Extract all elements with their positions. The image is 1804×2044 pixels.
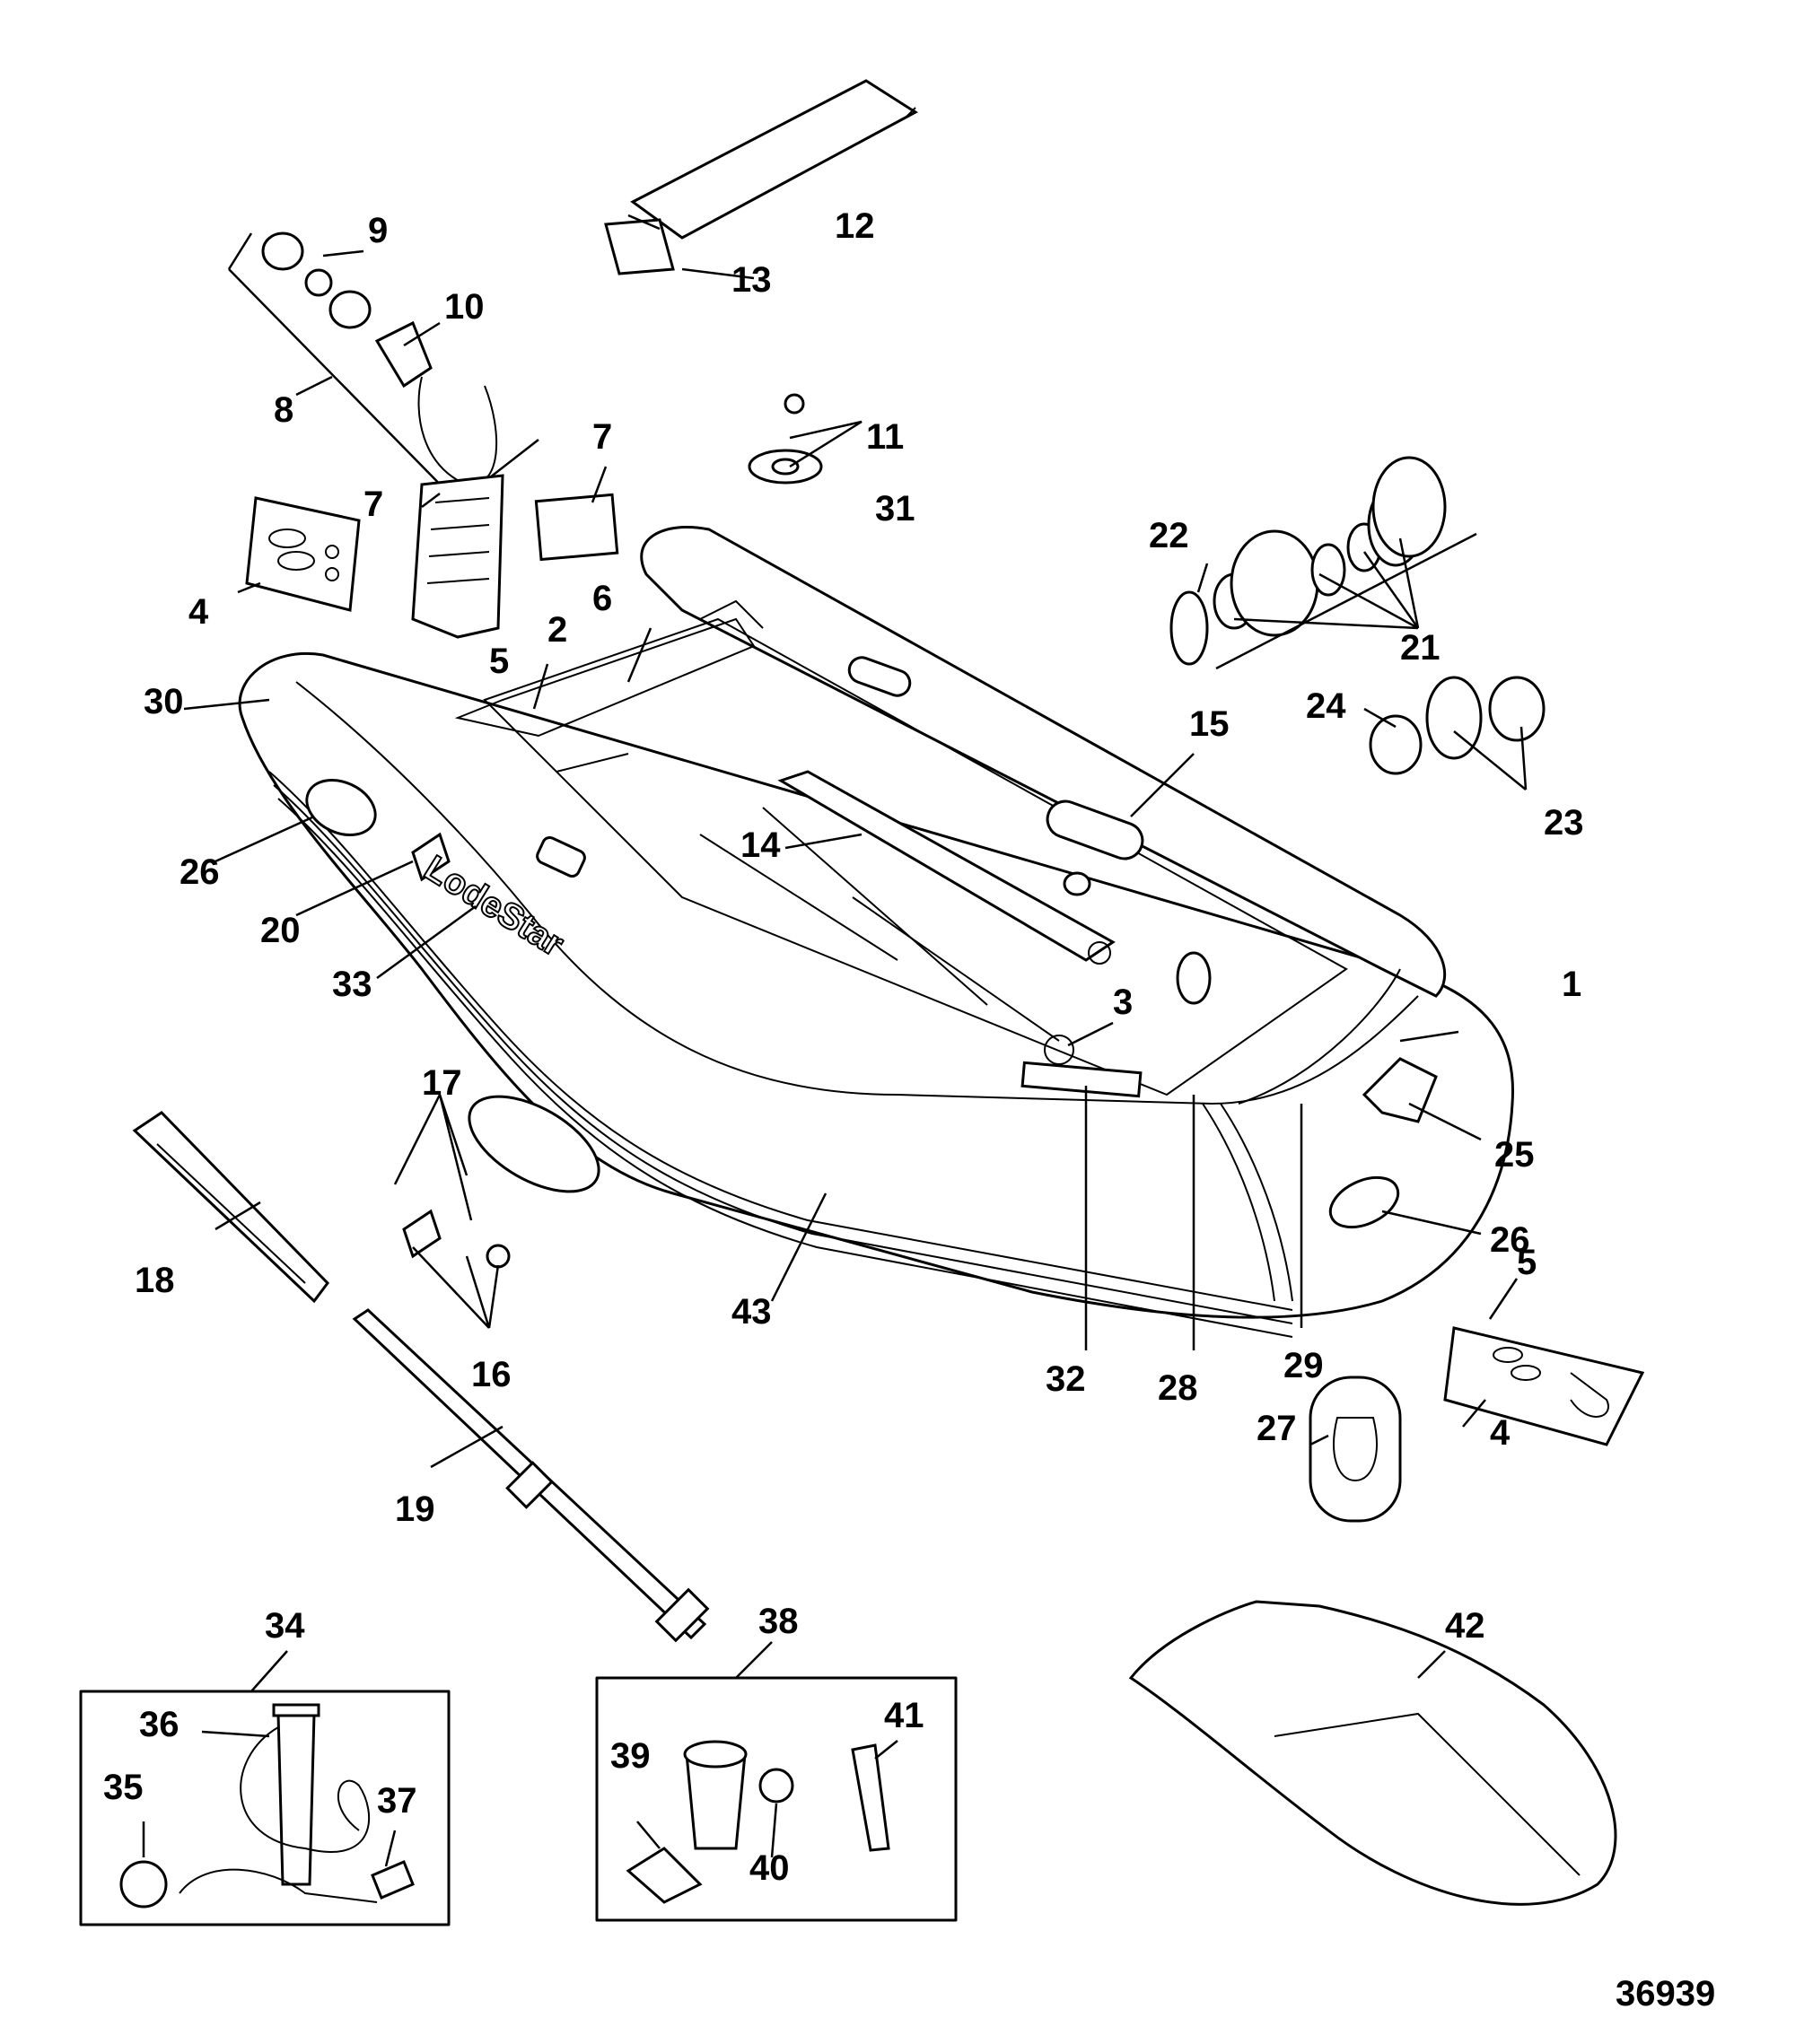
callout-13: 13 bbox=[731, 260, 772, 300]
callout-5-b: 5 bbox=[1517, 1243, 1537, 1282]
seat-part bbox=[777, 770, 1116, 962]
callout-24: 24 bbox=[1306, 686, 1346, 726]
valve-assembly bbox=[1169, 456, 1447, 666]
fitting-23 bbox=[1369, 676, 1546, 775]
callout-1: 1 bbox=[1562, 965, 1581, 1004]
patches bbox=[411, 474, 619, 639]
callout-27: 27 bbox=[1257, 1409, 1297, 1448]
valve-kit bbox=[227, 231, 539, 504]
callout-4-b: 4 bbox=[1490, 1413, 1511, 1453]
callout-11: 11 bbox=[866, 417, 904, 457]
callout-labels: 1 2 3 4 4 5 5 6 7 7 8 9 10 11 12 13 14 1… bbox=[103, 206, 1584, 1888]
ring-card bbox=[245, 496, 361, 612]
callout-3: 3 bbox=[1113, 983, 1133, 1022]
callout-2: 2 bbox=[547, 610, 567, 650]
oarlock bbox=[402, 1095, 600, 1269]
callout-28: 28 bbox=[1158, 1368, 1198, 1408]
callout-6: 6 bbox=[592, 579, 612, 618]
figure-id: 36939 bbox=[1616, 1974, 1715, 2013]
callout-31: 31 bbox=[875, 489, 915, 528]
callout-32: 32 bbox=[1046, 1359, 1086, 1399]
callout-40: 40 bbox=[749, 1848, 790, 1888]
callout-34: 34 bbox=[265, 1606, 305, 1646]
callout-16: 16 bbox=[471, 1355, 512, 1394]
callout-35: 35 bbox=[103, 1768, 144, 1807]
d-ring-patch bbox=[1309, 1376, 1402, 1523]
callout-9: 9 bbox=[368, 211, 388, 250]
callout-10: 10 bbox=[444, 287, 485, 327]
pump-kit bbox=[79, 1690, 451, 1926]
callout-38: 38 bbox=[758, 1602, 799, 1641]
callout-42: 42 bbox=[1445, 1606, 1485, 1646]
callout-41: 41 bbox=[884, 1696, 924, 1735]
oar-shaft bbox=[352, 1308, 710, 1643]
callout-14: 14 bbox=[740, 825, 781, 865]
callout-33: 33 bbox=[332, 965, 372, 1004]
callout-17: 17 bbox=[422, 1063, 462, 1103]
callout-29: 29 bbox=[1283, 1346, 1324, 1385]
callout-18: 18 bbox=[135, 1261, 175, 1300]
callout-21: 21 bbox=[1400, 628, 1441, 668]
callout-23: 23 bbox=[1544, 803, 1584, 843]
callout-7: 7 bbox=[363, 485, 383, 524]
callout-36: 36 bbox=[139, 1705, 180, 1744]
callout-43: 43 bbox=[731, 1292, 772, 1332]
callout-26-b: 26 bbox=[1490, 1220, 1530, 1260]
fitting-11 bbox=[748, 393, 823, 485]
callout-5: 5 bbox=[489, 642, 509, 681]
callout-12: 12 bbox=[835, 206, 875, 246]
callout-8: 8 bbox=[274, 390, 293, 430]
callout-25: 25 bbox=[1494, 1135, 1535, 1175]
ring-card-2 bbox=[1443, 1326, 1645, 1446]
callout-7-b: 7 bbox=[592, 417, 612, 457]
callout-20: 20 bbox=[260, 911, 301, 950]
repair-kit bbox=[595, 1676, 958, 1922]
callout-37: 37 bbox=[377, 1781, 417, 1821]
paddle-blade bbox=[132, 1111, 329, 1304]
callout-22: 22 bbox=[1149, 516, 1189, 555]
callout-30: 30 bbox=[144, 682, 184, 721]
callout-4: 4 bbox=[188, 592, 209, 632]
callout-26: 26 bbox=[180, 852, 220, 892]
bench-seat bbox=[604, 79, 918, 275]
callout-39: 39 bbox=[610, 1736, 651, 1776]
boat-cover bbox=[1128, 1600, 1617, 1906]
leader-lines bbox=[142, 214, 1528, 1867]
mesh-patch bbox=[411, 474, 504, 639]
callout-19: 19 bbox=[395, 1489, 435, 1529]
callout-15: 15 bbox=[1189, 704, 1230, 744]
